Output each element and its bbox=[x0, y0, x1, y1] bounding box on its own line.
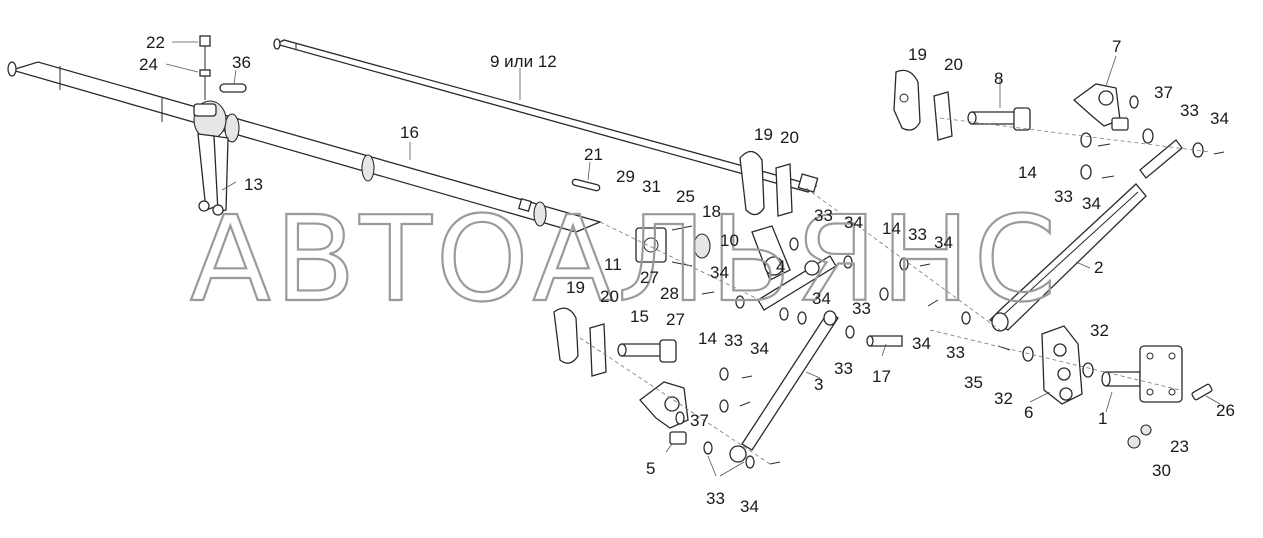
plate-19-middle bbox=[739, 150, 765, 216]
callout-9-or-12: 9 или 12 bbox=[490, 52, 557, 71]
callout-34-top-right: 34 bbox=[1210, 109, 1229, 128]
callout-33-center-right: 33 bbox=[908, 225, 927, 244]
lever-13 bbox=[197, 133, 229, 216]
callout-37-bottom: 37 bbox=[690, 411, 709, 430]
callout-17: 17 bbox=[872, 367, 891, 386]
cotter-pins bbox=[701, 143, 1225, 465]
callout-labels: 22 24 36 9 или 12 16 13 21 29 31 25 18 1… bbox=[139, 33, 1235, 516]
rod-2 bbox=[988, 139, 1183, 332]
callout-15: 15 bbox=[630, 307, 649, 326]
callout-19-middle: 19 bbox=[754, 125, 773, 144]
callout-34-right: 34 bbox=[912, 334, 931, 353]
callout-18: 18 bbox=[702, 202, 721, 221]
callout-28: 28 bbox=[660, 284, 679, 303]
callout-33-bottom: 33 bbox=[706, 489, 725, 508]
callout-14-center: 14 bbox=[882, 219, 901, 238]
shaft-16 bbox=[7, 61, 602, 233]
callout-33-right: 33 bbox=[946, 343, 965, 362]
plate-20-middle bbox=[775, 163, 793, 217]
callout-32-upper: 32 bbox=[1090, 321, 1109, 340]
pin-21 bbox=[571, 178, 601, 192]
callout-29: 29 bbox=[616, 167, 635, 186]
callout-26: 26 bbox=[1216, 401, 1235, 420]
callout-22: 22 bbox=[146, 33, 165, 52]
plate-19-left bbox=[553, 307, 579, 364]
callout-2: 2 bbox=[1094, 258, 1103, 277]
callout-27-upper: 27 bbox=[640, 268, 659, 287]
callout-34-bottom: 34 bbox=[740, 497, 759, 516]
hub-assembly bbox=[635, 225, 711, 267]
callout-7: 7 bbox=[1112, 37, 1121, 56]
callout-14-left: 14 bbox=[698, 329, 717, 348]
callout-32-lower: 32 bbox=[994, 389, 1013, 408]
link-3 bbox=[729, 310, 839, 463]
washers bbox=[675, 95, 1204, 469]
axle-15 bbox=[617, 339, 677, 363]
callout-30: 30 bbox=[1152, 461, 1171, 480]
callout-37-top: 37 bbox=[1154, 83, 1173, 102]
callout-21: 21 bbox=[584, 145, 603, 164]
callout-34-hub: 34 bbox=[710, 263, 729, 282]
callout-33-center: 33 bbox=[814, 206, 833, 225]
callout-14-top: 14 bbox=[1018, 163, 1037, 182]
fasteners-26-23-30 bbox=[1127, 383, 1213, 449]
callout-11: 11 bbox=[604, 255, 622, 274]
callout-34-lever: 34 bbox=[812, 289, 831, 308]
callout-33-top-mid: 33 bbox=[1054, 187, 1073, 206]
callout-25: 25 bbox=[676, 187, 695, 206]
callout-8: 8 bbox=[994, 69, 1003, 88]
callout-34-center-right: 34 bbox=[934, 233, 953, 252]
callout-34-left: 34 bbox=[750, 339, 769, 358]
callout-3: 3 bbox=[814, 375, 823, 394]
axle-8 bbox=[967, 107, 1031, 131]
plate-19-top-right bbox=[893, 69, 921, 131]
lever-4 bbox=[751, 225, 837, 311]
plate-6 bbox=[1041, 325, 1083, 405]
callout-10: 10 bbox=[720, 231, 739, 250]
shaft-9-or-12 bbox=[273, 38, 819, 193]
leader-lines bbox=[165, 41, 1221, 477]
callout-33-top-right: 33 bbox=[1180, 101, 1199, 120]
callout-13: 13 bbox=[244, 175, 263, 194]
callout-6: 6 bbox=[1024, 403, 1033, 422]
callout-19-top: 19 bbox=[908, 45, 927, 64]
callout-4: 4 bbox=[776, 257, 785, 276]
callout-33-pin: 33 bbox=[852, 299, 871, 318]
callout-36: 36 bbox=[232, 53, 251, 72]
callout-5: 5 bbox=[646, 459, 655, 478]
pin-17 bbox=[866, 335, 903, 347]
bracket-7 bbox=[1072, 83, 1129, 131]
callout-35: 35 bbox=[964, 373, 983, 392]
callout-23: 23 bbox=[1170, 437, 1189, 456]
plate-20-top-right bbox=[933, 91, 953, 141]
callout-33-left: 33 bbox=[724, 331, 743, 350]
callout-31: 31 bbox=[642, 177, 661, 196]
callout-1: 1 bbox=[1098, 409, 1107, 428]
watermark-text: АВТОАЛЬЯНС bbox=[190, 190, 1060, 328]
callout-34-top-mid: 34 bbox=[1082, 194, 1101, 213]
callout-27-lower: 27 bbox=[666, 310, 685, 329]
callout-20-left: 20 bbox=[600, 287, 619, 306]
callout-19-left: 19 bbox=[566, 278, 585, 297]
callout-16: 16 bbox=[400, 123, 419, 142]
callout-20-middle: 20 bbox=[780, 128, 799, 147]
callout-33-link: 33 bbox=[834, 359, 853, 378]
callout-20-top: 20 bbox=[944, 55, 963, 74]
callout-24: 24 bbox=[139, 55, 158, 74]
assembly-axes bbox=[579, 117, 1211, 465]
callout-34-center: 34 bbox=[844, 213, 863, 232]
